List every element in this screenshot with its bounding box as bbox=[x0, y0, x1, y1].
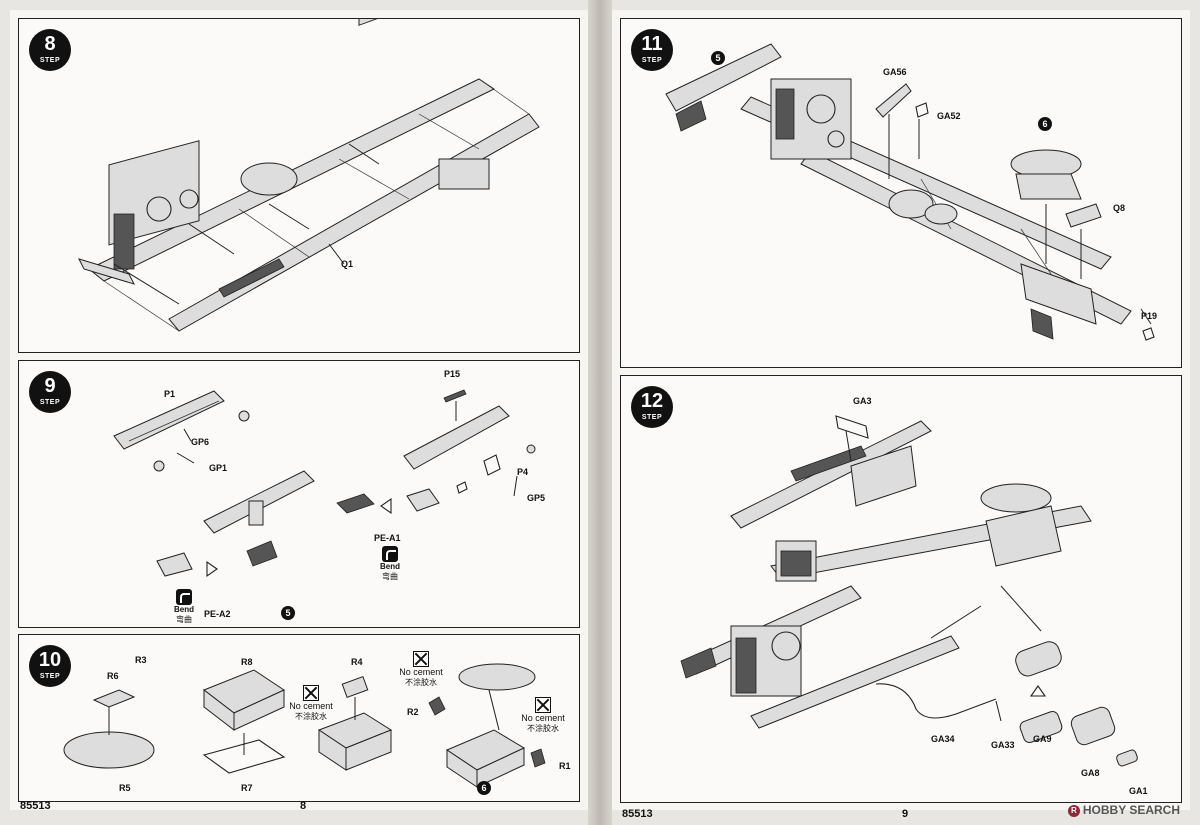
part-r3-label: R3 bbox=[135, 655, 147, 665]
step-number: 12 bbox=[640, 390, 664, 412]
no-cement-text-en: No cement bbox=[399, 667, 443, 677]
step-number: 9 bbox=[44, 375, 56, 397]
no-cement-text-zh: 不涂胶水 bbox=[405, 678, 437, 687]
bend-text-zh: 弯曲 bbox=[176, 615, 192, 624]
part-gp6-label: GP6 bbox=[191, 437, 210, 447]
step-11-badge: 11 STEP bbox=[631, 29, 673, 71]
no-cement-text-en: No cement bbox=[289, 701, 333, 711]
part-ga3-label: GA3 bbox=[853, 396, 872, 406]
step-11-panel: 11 STEP bbox=[620, 18, 1182, 368]
step-label: STEP bbox=[39, 399, 61, 406]
part-p15-label: P15 bbox=[444, 369, 461, 379]
no-cement-note-3: No cement 不涂胶水 bbox=[513, 697, 573, 734]
part-p4-label: P4 bbox=[517, 467, 529, 477]
step-12-badge: 12 STEP bbox=[631, 386, 673, 428]
bend-text-zh: 弯曲 bbox=[382, 572, 398, 581]
part-gp5-label: GP5 bbox=[527, 493, 546, 503]
bend-note-1: Bend 弯曲 bbox=[377, 546, 403, 582]
no-cement-note-1: No cement 不涂胶水 bbox=[281, 685, 341, 722]
no-cement-icon bbox=[535, 697, 551, 713]
step-9-bumper-drawing bbox=[113, 389, 536, 578]
step-12-chassis-drawing bbox=[680, 415, 1138, 767]
part-pe-a2-label: PE-A2 bbox=[204, 609, 231, 619]
step-10-fifth-wheel-drawing bbox=[63, 663, 546, 788]
step-8-chassis-drawing bbox=[78, 19, 540, 332]
bend-text-en: Bend bbox=[380, 562, 400, 571]
step-label: STEP bbox=[641, 57, 663, 64]
step-8-panel: 8 STEP bbox=[18, 18, 580, 353]
bend-text-en: Bend bbox=[174, 605, 194, 614]
step-number: 11 bbox=[641, 33, 663, 55]
bend-note-2: Bend 弯曲 bbox=[171, 589, 197, 625]
right-page: 11 STEP bbox=[612, 10, 1190, 820]
book-gutter bbox=[588, 0, 612, 825]
part-ga1-label: GA1 bbox=[1129, 786, 1148, 796]
part-r8-label: R8 bbox=[241, 657, 253, 667]
step-8-badge: 8 STEP bbox=[29, 29, 71, 71]
product-code-right: 85513 bbox=[622, 808, 653, 820]
step-10-badge: 10 STEP bbox=[29, 645, 71, 687]
callout-5: 5 bbox=[281, 606, 295, 620]
step-label: STEP bbox=[39, 673, 61, 680]
bend-icon bbox=[382, 546, 398, 562]
left-page: 8 STEP bbox=[10, 10, 588, 812]
no-cement-text-en: No cement bbox=[521, 713, 565, 723]
step-11-chassis-drawing bbox=[665, 43, 1155, 341]
part-r5-label: R5 bbox=[119, 783, 131, 793]
part-r1-label: R1 bbox=[559, 761, 571, 771]
part-r7-label: R7 bbox=[241, 783, 253, 793]
step-label: STEP bbox=[39, 57, 61, 64]
step-9-badge: 9 STEP bbox=[29, 371, 71, 413]
part-p19-label: P19 bbox=[1141, 311, 1158, 321]
part-r4-label: R4 bbox=[351, 657, 363, 667]
callout-6: 6 bbox=[477, 781, 491, 795]
part-q1-label: Q1 bbox=[341, 259, 354, 269]
no-cement-note-2: No cement 不涂胶水 bbox=[391, 651, 451, 688]
watermark-logo-icon: R bbox=[1067, 804, 1080, 817]
part-p1-label: P1 bbox=[164, 389, 176, 399]
part-r6-label: R6 bbox=[107, 671, 119, 681]
no-cement-icon bbox=[413, 651, 429, 667]
no-cement-text-zh: 不涂胶水 bbox=[295, 712, 327, 721]
part-ga33-label: GA33 bbox=[991, 740, 1015, 750]
product-code-left: 85513 bbox=[20, 800, 51, 812]
watermark-text: HOBBY SEARCH bbox=[1082, 803, 1180, 817]
part-q8-label: Q8 bbox=[1113, 203, 1126, 213]
no-cement-icon bbox=[303, 685, 319, 701]
callout-5: 5 bbox=[711, 51, 725, 65]
part-ga8-label: GA8 bbox=[1081, 768, 1100, 778]
step-number: 8 bbox=[44, 33, 56, 55]
bend-icon bbox=[176, 589, 192, 605]
part-ga34-label: GA34 bbox=[931, 734, 955, 744]
step-12-panel: 12 STEP bbox=[620, 375, 1182, 803]
part-gp1-label: GP1 bbox=[209, 463, 228, 473]
page-number-left: 8 bbox=[300, 800, 307, 812]
part-ga9-label: GA9 bbox=[1033, 734, 1052, 744]
step-number: 10 bbox=[38, 649, 62, 671]
step-9-panel: 9 STEP bbox=[18, 360, 580, 628]
page-number-right: 9 bbox=[902, 808, 909, 820]
callout-6: 6 bbox=[1038, 117, 1052, 131]
no-cement-text-zh: 不涂胶水 bbox=[527, 724, 559, 733]
part-ga52-label: GA52 bbox=[937, 111, 961, 121]
part-ga56-label: GA56 bbox=[883, 67, 907, 77]
step-10-panel: 10 STEP bbox=[18, 634, 580, 802]
step-label: STEP bbox=[641, 414, 663, 421]
part-r2-label: R2 bbox=[407, 707, 419, 717]
part-pe-a1-label: PE-A1 bbox=[374, 533, 401, 543]
